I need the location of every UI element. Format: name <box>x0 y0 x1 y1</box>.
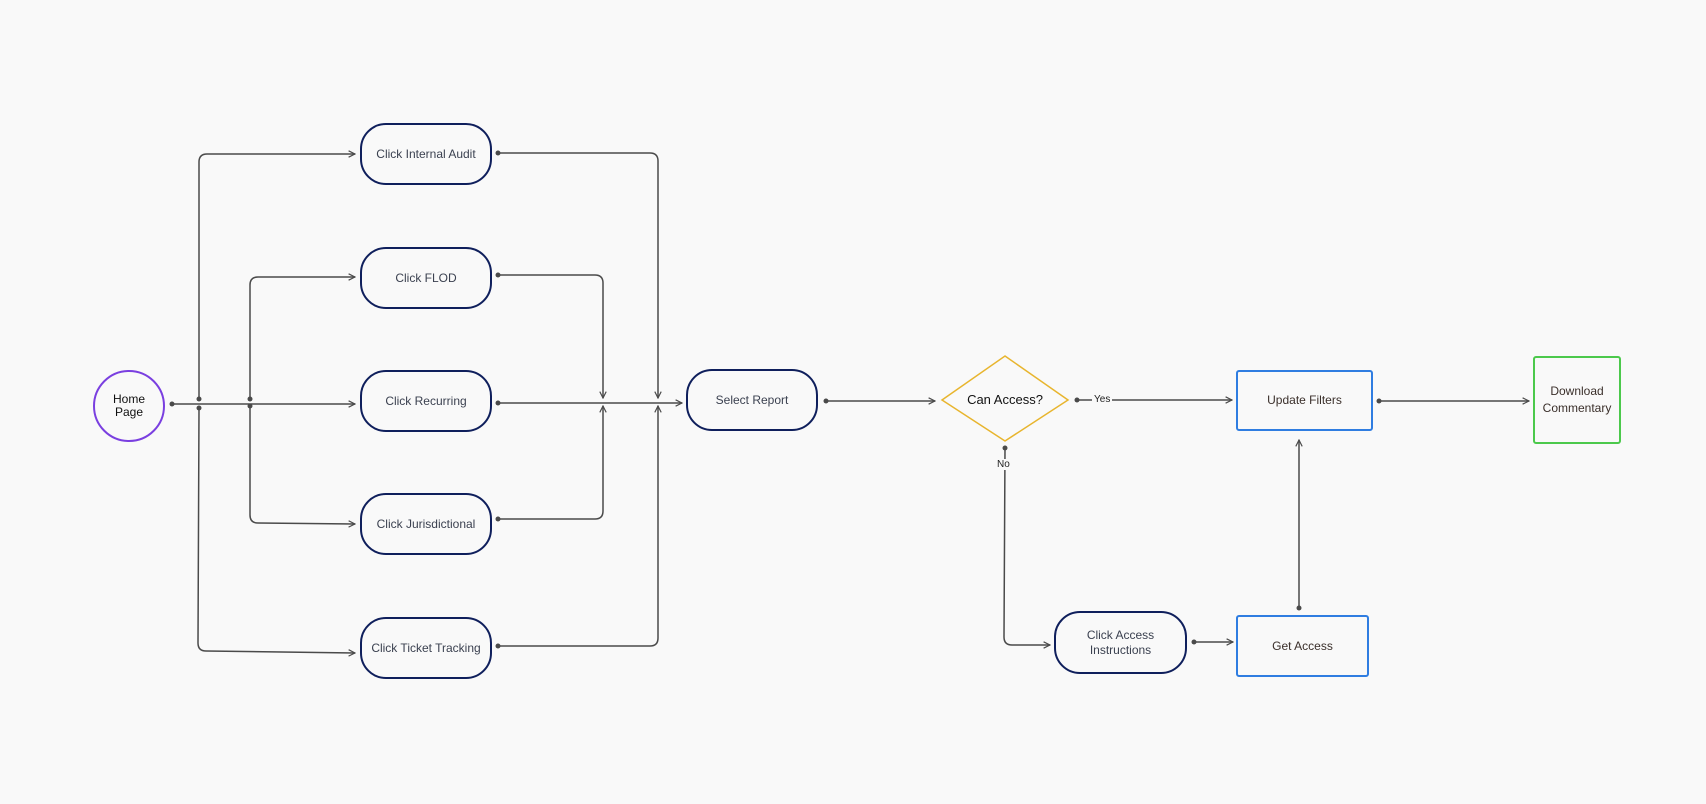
edge-start-dot <box>1191 639 1197 645</box>
edge-start-dot <box>1002 445 1008 451</box>
click-ticket-tracking-node[interactable]: Click Ticket Tracking <box>360 617 492 679</box>
edge-home-to-flod <box>249 277 355 399</box>
edge-start-dot <box>495 643 501 649</box>
edge-start-dot <box>495 272 501 278</box>
click-internal-audit-node[interactable]: Click Internal Audit <box>360 123 492 185</box>
edge-start-dot <box>495 516 501 522</box>
can-access-diamond[interactable] <box>940 355 1070 442</box>
junction-dot <box>247 403 253 409</box>
click-recurring-node[interactable]: Click Recurring <box>360 370 492 432</box>
junction-dot <box>247 396 253 402</box>
click-jurisdictional-node[interactable]: Click Jurisdictional <box>360 493 492 555</box>
edge-jurisdictional-to-select-report <box>498 406 603 520</box>
edge-start-dot <box>495 400 501 406</box>
edge-no-to-access-instructions <box>1003 447 1050 645</box>
edge-start-dot <box>495 150 501 156</box>
connectors <box>169 150 1530 654</box>
edge-start-dot <box>169 401 175 407</box>
can-access-label: Can Access? <box>967 392 1043 407</box>
home-page-node[interactable]: Home Page <box>93 370 165 442</box>
update-filters-node[interactable]: Update Filters <box>1236 370 1373 431</box>
junction-dot <box>196 405 202 411</box>
edge-start-dot <box>823 398 829 404</box>
edge-start-dot <box>1296 605 1302 611</box>
edge-home-to-jurisdictional <box>249 406 355 524</box>
select-report-node[interactable]: Select Report <box>686 369 818 431</box>
junction-dot <box>196 396 202 402</box>
yes-edge-label: Yes <box>1092 394 1113 405</box>
click-flod-node[interactable]: Click FLOD <box>360 247 492 309</box>
edge-ticket-tracking-to-select-report <box>498 406 658 647</box>
get-access-node[interactable]: Get Access <box>1236 615 1369 677</box>
edge-home-to-internal-audit <box>198 154 355 399</box>
download-commentary-node[interactable]: Download Commentary <box>1533 356 1621 444</box>
edge-home-to-ticket-tracking <box>197 407 355 653</box>
click-access-instructions-node[interactable]: Click Access Instructions <box>1054 611 1187 674</box>
edge-flod-to-select-report <box>498 274 603 398</box>
edge-start-dot <box>1074 397 1080 403</box>
edge-internal-audit-to-select-report <box>498 152 658 398</box>
no-edge-label: No <box>995 459 1012 470</box>
edge-start-dot <box>1376 398 1382 404</box>
